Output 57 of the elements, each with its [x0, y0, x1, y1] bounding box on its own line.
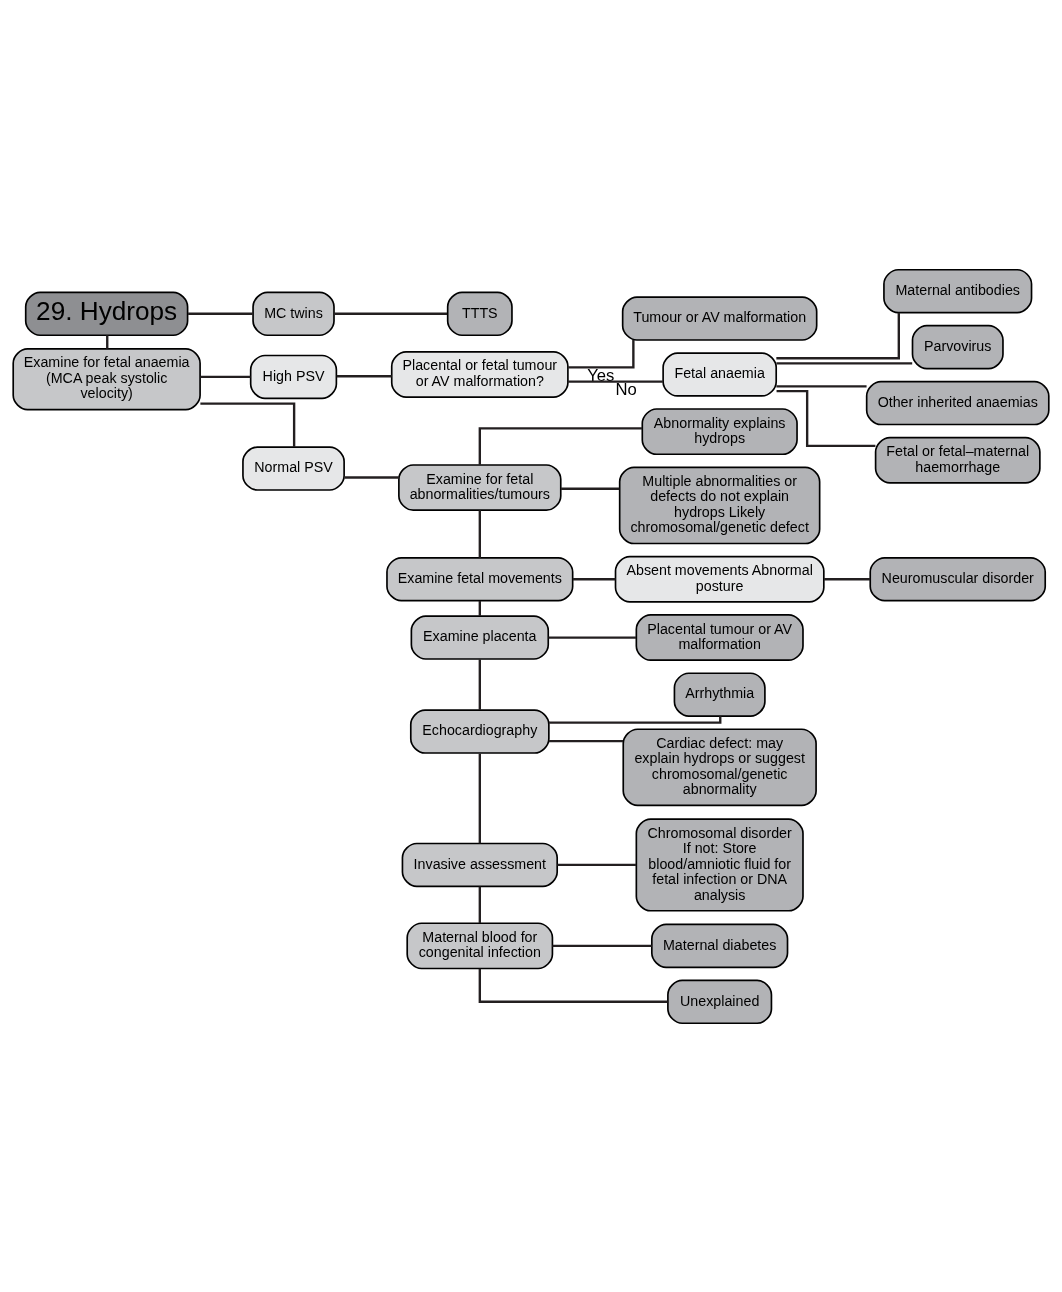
- node-box: High PSV: [249, 354, 338, 399]
- node-box: Parvovirus: [911, 324, 1004, 369]
- node-box: Placental tumour or AV malformation: [635, 613, 804, 661]
- connector: [552, 944, 652, 947]
- connector: [776, 389, 876, 447]
- connector: [824, 577, 871, 580]
- node-box: Multiple abnormalities or defects do not explain hydrops Likely chromosomal/genetic defect: [618, 466, 821, 544]
- node-box: TTTS: [446, 291, 513, 336]
- node-box: 29. Hydrops: [24, 291, 189, 336]
- connector: [200, 402, 296, 447]
- node-box: Invasive assessment: [401, 842, 559, 887]
- node-box: MC twins: [252, 291, 335, 336]
- connector: [478, 658, 481, 710]
- connector: [568, 339, 635, 369]
- edge-label: Yes: [587, 365, 615, 385]
- node-box: Examine for fetal abnormalities/tumours: [398, 463, 562, 511]
- node-box: Other inherited anaemias: [865, 380, 1050, 425]
- edge-label: No: [615, 379, 637, 399]
- node-box: Unexplained: [667, 979, 773, 1024]
- node-box: Chromosomal disorder If not: Store blood/amniotic fluid for fetal infection or DNA analysis: [635, 817, 804, 912]
- connector: [568, 379, 663, 383]
- connector: [478, 886, 481, 923]
- node-box: Neuromuscular disorder: [869, 556, 1047, 601]
- connector: [549, 715, 722, 724]
- connector: [478, 968, 668, 1003]
- node-box: Maternal blood for congenital infection: [406, 921, 554, 969]
- connector: [344, 475, 399, 479]
- node-box: Maternal antibodies: [883, 268, 1033, 313]
- connector: [548, 739, 623, 742]
- node-box: Fetal anaemia: [662, 351, 778, 397]
- node-box: Fetal or fetal–maternal haemorrhage: [874, 436, 1041, 484]
- node-box: Normal PSV: [242, 445, 345, 491]
- connector: [776, 361, 913, 365]
- connector: [200, 375, 251, 378]
- connector: [336, 374, 392, 377]
- node-box: Cardiac defect: may explain hydrops or suggest chromosomal/genetic abnormality: [622, 727, 817, 806]
- node-box: Tumour or AV malformation: [621, 295, 818, 341]
- node-box: Abnormality explains hydrops: [641, 407, 798, 455]
- connector: [776, 384, 867, 388]
- node-box: Maternal diabetes: [651, 923, 789, 968]
- node-box: Absent movements Abnormal posture: [614, 555, 825, 603]
- connector: [572, 577, 616, 580]
- connector: [561, 487, 620, 490]
- node-box: Examine fetal movements: [386, 556, 574, 601]
- connector: [188, 312, 253, 315]
- node-box: Examine for fetal anaemia (MCA peak systolic velocity): [12, 347, 201, 410]
- connector: [776, 312, 900, 359]
- connector: [548, 635, 636, 639]
- connector: [478, 753, 481, 843]
- node-box: Placental or fetal tumour or AV malformation?: [390, 350, 569, 398]
- node-box: Echocardiography: [409, 708, 550, 754]
- connector: [557, 863, 637, 866]
- connector: [478, 509, 481, 558]
- node-box: Examine placenta: [410, 614, 550, 660]
- connector: [334, 312, 448, 315]
- node-box: Arrhythmia: [673, 671, 766, 717]
- connector: [478, 426, 643, 465]
